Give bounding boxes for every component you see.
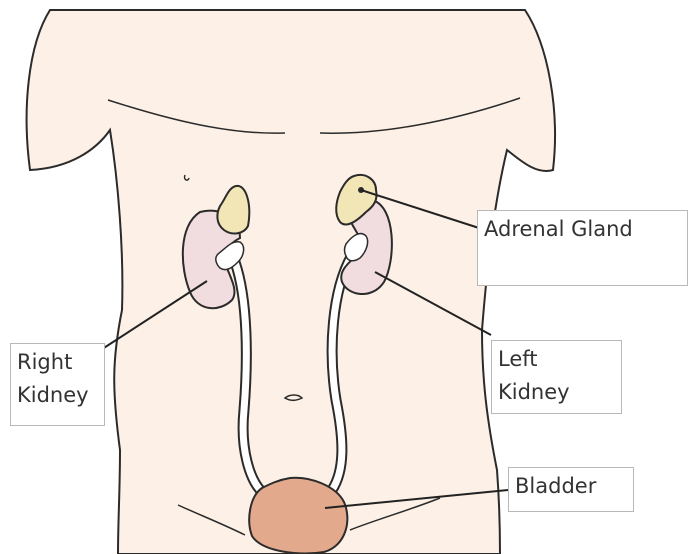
bladder-label: Bladder <box>508 467 634 512</box>
left-kidney-text-line-2: Kidney <box>498 376 615 409</box>
bladder-shape <box>249 478 347 554</box>
right-kidney-text-line-2: Kidney <box>17 379 98 412</box>
left-kidney-label: Left Kidney <box>491 340 622 414</box>
right-kidney-label: Right Kidney <box>10 343 105 426</box>
adrenal-gland-text: Adrenal Gland <box>484 217 633 241</box>
right-kidney-text-line-1: Right <box>17 346 98 379</box>
bladder-text: Bladder <box>515 474 596 498</box>
torso-outline <box>27 10 555 554</box>
left-kidney-text-line-1: Left <box>498 343 615 376</box>
adrenal-gland-label: Adrenal Gland <box>477 210 688 286</box>
